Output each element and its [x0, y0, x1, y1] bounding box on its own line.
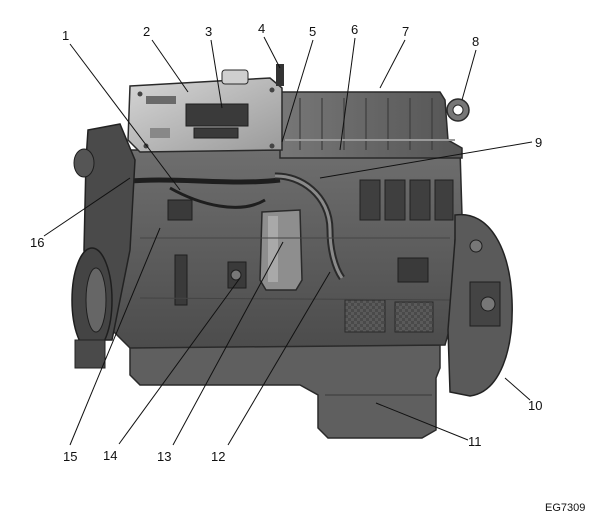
callout-4: 4 [258, 21, 265, 36]
callout-16: 16 [30, 235, 44, 250]
callout-11: 11 [468, 434, 482, 449]
valve-cover [279, 91, 463, 159]
callout-1: 1 [62, 28, 69, 43]
engine-illustration [71, 64, 513, 439]
callout-14: 14 [103, 448, 117, 463]
callout-15: 15 [63, 449, 77, 464]
figure-id: EG7309 [545, 502, 585, 514]
callout-2: 2 [143, 24, 150, 39]
callout-8: 8 [472, 34, 479, 49]
leader-lines [43, 36, 533, 446]
callout-9: 9 [535, 135, 542, 150]
oil-pan [129, 344, 441, 439]
sensor-4 [276, 64, 284, 86]
callout-7: 7 [402, 24, 409, 39]
ecm-connector [185, 103, 249, 127]
callout-12: 12 [211, 449, 225, 464]
callout-10: 10 [528, 398, 542, 413]
callout-6: 6 [351, 22, 358, 37]
callout-13: 13 [157, 449, 171, 464]
callout-3: 3 [205, 24, 212, 39]
callout-labels: 1 2 3 4 5 6 7 8 9 10 11 12 13 14 15 16 [30, 21, 542, 464]
oil-filter [259, 209, 303, 291]
callout-5: 5 [309, 24, 316, 39]
